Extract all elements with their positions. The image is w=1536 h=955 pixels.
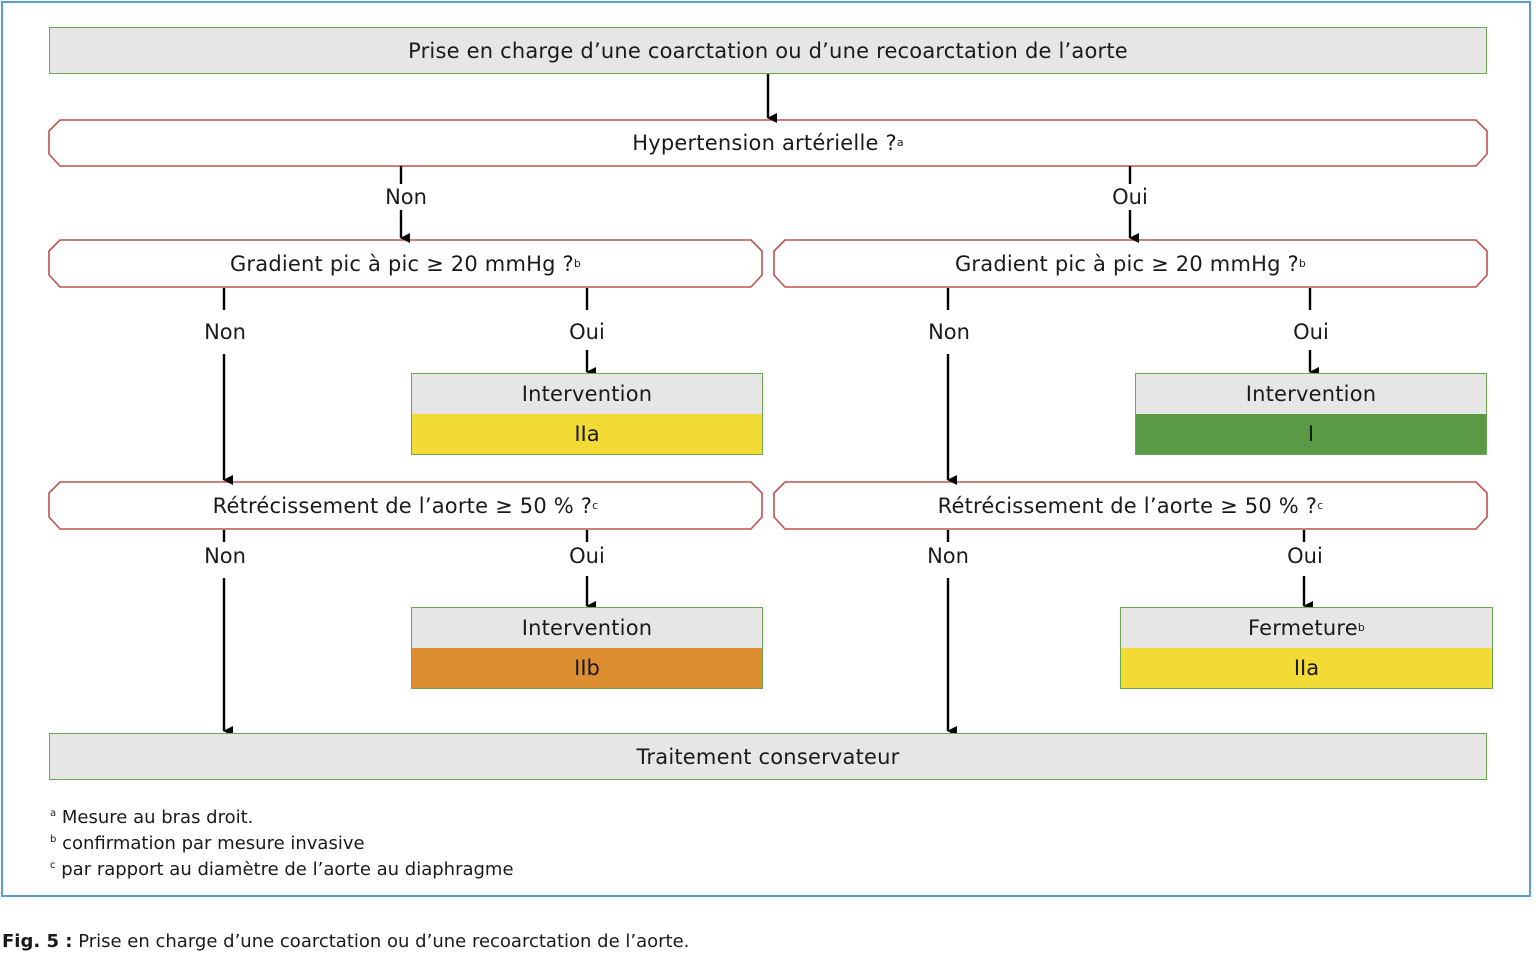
gradient-question-left: Gradient pic à pic ≥ 20 mmHg ?b <box>229 251 582 276</box>
recommendation-class: IIa <box>1293 656 1320 680</box>
footnote-text: par rapport au diamètre de l’aorte au di… <box>61 859 514 880</box>
gradient-right-no-label: Non <box>926 319 972 345</box>
recommendation-class: IIb <box>574 656 600 680</box>
narrowing-question-right: Rétrécissement de l’aorte ≥ 50 % ?c <box>937 493 1324 518</box>
footnote-mark: b <box>50 834 57 845</box>
hypertension-yes-label: Oui <box>1110 184 1150 210</box>
recommendation-title: Intervention <box>521 616 653 640</box>
hypertension-question: Hypertension artérielle ?a <box>632 131 904 155</box>
figure-frame <box>1 1 1531 897</box>
narrowing-question-left: Rétrécissement de l’aorte ≥ 50 % ?c <box>212 493 599 518</box>
gradient-right-outline <box>773 239 1488 288</box>
gradient-question-right: Gradient pic à pic ≥ 20 mmHg ?b <box>954 251 1307 276</box>
footnote-text: Mesure au bras droit. <box>61 807 254 828</box>
narrowing-left-no-label: Non <box>202 543 248 569</box>
gradient-right-yes-label: Oui <box>1291 319 1331 345</box>
recommendation-gradient-left: Intervention IIa <box>411 373 763 455</box>
recommendation-title: Intervention <box>521 382 653 406</box>
title-box: Prise en charge d’une coarctation ou d’u… <box>49 27 1487 74</box>
narrowing-left-yes-label: Oui <box>567 543 607 569</box>
recommendation-narrowing-left: Intervention IIb <box>411 607 763 689</box>
gradient-left-no-label: Non <box>202 319 248 345</box>
recommendation-class: I <box>1307 422 1315 446</box>
hypertension-outline <box>48 119 1488 167</box>
conservative-treatment-box: Traitement conservateur <box>49 733 1487 780</box>
footnote-mark: c <box>50 860 56 871</box>
narrowing-right-outline <box>773 481 1488 530</box>
narrowing-right-no-label: Non <box>925 543 971 569</box>
caption-text: Prise en charge d’une coarctation ou d’u… <box>78 931 690 952</box>
conservative-treatment-text: Traitement conservateur <box>636 744 900 769</box>
footnote-text: confirmation par mesure invasive <box>62 833 365 854</box>
hypertension-text: Hypertension artérielle ? <box>632 131 897 155</box>
gradient-left-yes-label: Oui <box>567 319 607 345</box>
recommendation-title: Fermeture <box>1247 616 1358 640</box>
title-text: Prise en charge d’une coarctation ou d’u… <box>408 38 1128 63</box>
footnote-a: a Mesure au bras droit. <box>50 805 253 831</box>
footnote-c: c par rapport au diamètre de l’aorte au … <box>50 857 514 883</box>
caption-label: Fig. 5 : <box>2 931 73 952</box>
narrowing-left-text: Rétrécissement de l’aorte ≥ 50 % ? <box>212 493 593 518</box>
narrowing-right-text: Rétrécissement de l’aorte ≥ 50 % ? <box>937 493 1318 518</box>
footnote-mark: a <box>50 808 57 819</box>
hypertension-no-label: Non <box>383 184 429 210</box>
recommendation-class: IIa <box>574 422 600 446</box>
recommendation-title: Intervention <box>1245 382 1377 406</box>
gradient-left-text: Gradient pic à pic ≥ 20 mmHg ? <box>229 251 574 276</box>
figure-caption: Fig. 5 : Prise en charge d’une coarctati… <box>2 929 689 955</box>
gradient-left-outline <box>48 239 763 288</box>
gradient-right-text: Gradient pic à pic ≥ 20 mmHg ? <box>954 251 1299 276</box>
narrowing-left-outline <box>48 481 763 530</box>
narrowing-right-yes-label: Oui <box>1285 543 1325 569</box>
footnote-b: b confirmation par mesure invasive <box>50 831 365 857</box>
recommendation-gradient-right: Intervention I <box>1135 373 1487 455</box>
